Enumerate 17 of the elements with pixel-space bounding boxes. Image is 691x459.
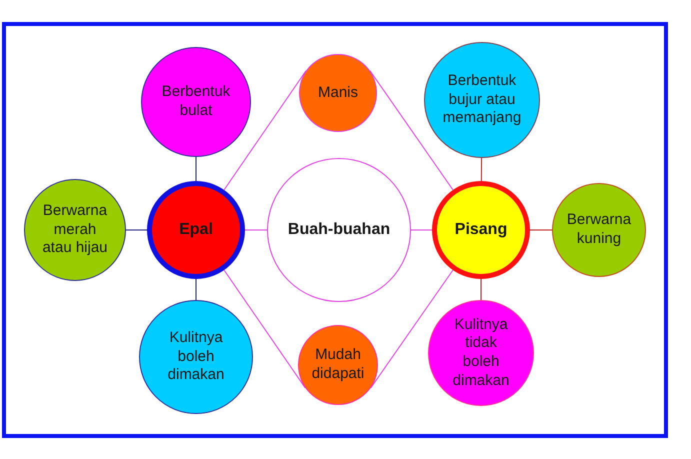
connector-line bbox=[224, 270, 306, 388]
node-text: Berwarna merah atau hijau bbox=[41, 202, 109, 258]
node-text: Berwarna kuning bbox=[566, 211, 632, 249]
node-text: Manis bbox=[316, 84, 359, 102]
connector-line bbox=[480, 278, 482, 300]
node-text: Berbentuk bujur atau memanjang bbox=[442, 72, 522, 128]
node-text: Kulitnya tidak boleh dimakan bbox=[452, 316, 510, 390]
node-text: Epal bbox=[178, 220, 214, 240]
connector-line bbox=[370, 270, 454, 388]
node-text: Pisang bbox=[454, 220, 508, 240]
node-text: Mudah didapati bbox=[310, 346, 366, 384]
node-text: Berbentuk bulat bbox=[160, 83, 232, 121]
node-text: Buah-buahan bbox=[286, 220, 392, 240]
node-text: Kulitnya boleh dimakan bbox=[166, 328, 226, 386]
connector-line bbox=[480, 158, 482, 182]
connector-line bbox=[224, 70, 307, 190]
connector-line bbox=[369, 70, 454, 190]
